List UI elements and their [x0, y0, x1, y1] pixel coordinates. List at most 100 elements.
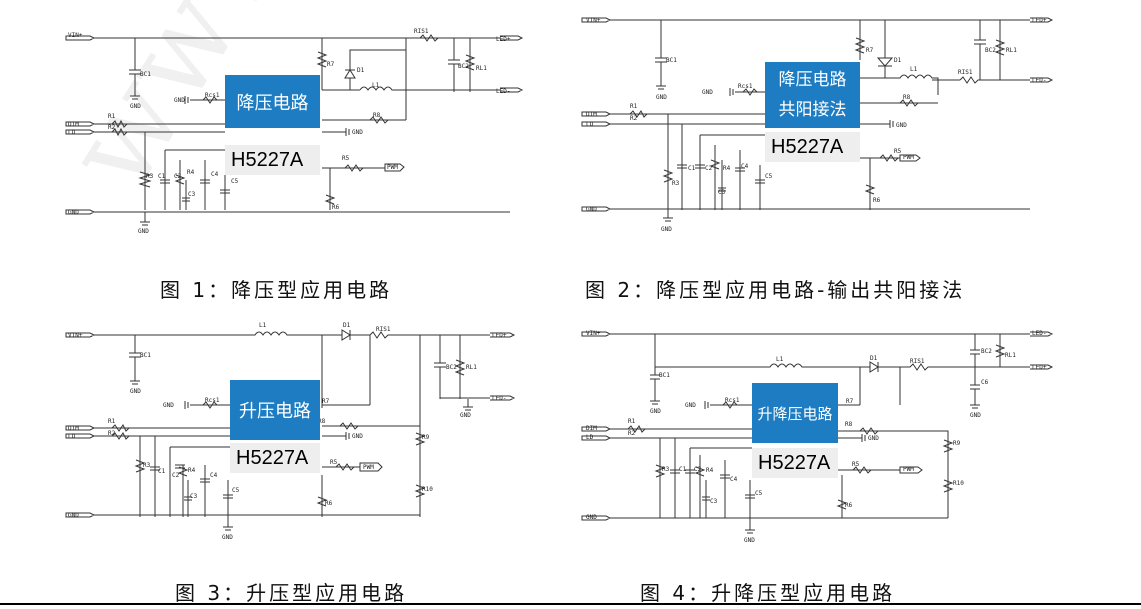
label-r3: R3: [143, 462, 151, 469]
label-r4: R4: [188, 467, 196, 474]
label-c4: C4: [210, 472, 218, 479]
chip-label: H5227A: [752, 448, 838, 478]
label-gnd-bc1: GND: [656, 94, 667, 101]
block-title-line-1: 降压电路: [778, 70, 847, 90]
label-rcs1: Rcs1: [205, 397, 220, 404]
label-rcs1: Rcs1: [725, 397, 740, 404]
label-r7: R7: [846, 398, 854, 405]
label-dim: DIM: [586, 425, 597, 432]
label-led-minus: LED-: [496, 88, 510, 95]
schematic-4-labels: VIN+ LED- LED+ DIM LD GND PWM BC1 GND BC…: [586, 330, 1047, 544]
label-gnd-bc1: GND: [650, 408, 661, 415]
label-bc2: BC2: [985, 47, 996, 54]
label-r5: R5: [894, 148, 902, 155]
label-r10: R10: [422, 486, 433, 493]
label-c1: C1: [158, 468, 166, 475]
block-title-text: 升降压电路: [757, 404, 833, 423]
label-gnd-rl: GND: [460, 412, 471, 419]
block-title-text: 升压电路: [239, 401, 311, 422]
label-ris1: RIS1: [414, 28, 429, 35]
label-led-plus: LED+: [1032, 364, 1047, 371]
label-r5: R5: [852, 461, 860, 468]
label-ris1: RIS1: [910, 358, 925, 365]
label-gnd-rcs: GND: [163, 402, 174, 409]
figure-3: VIN+ LED+ LED- DIM LD GND PWM BC1 GND BC…: [0, 305, 560, 605]
label-c2: C2: [172, 472, 180, 479]
label-r2: R2: [630, 115, 638, 122]
schematic-3: [65, 329, 516, 531]
label-r5: R5: [342, 155, 350, 162]
label-rcs1: Rcs1: [205, 92, 220, 99]
label-r10: R10: [953, 480, 964, 487]
label-rl1: RL1: [1005, 352, 1016, 359]
label-d1: D1: [894, 57, 902, 64]
label-r1: R1: [630, 103, 638, 110]
block-title-buck: 降压电路: [225, 75, 320, 128]
schematic-2: [581, 17, 1054, 222]
label-pwm: PWM: [903, 154, 914, 161]
label-dim: DIM: [68, 425, 79, 432]
label-c5: C5: [755, 490, 763, 497]
label-rcs1: Rcs1: [738, 83, 753, 90]
schematic-1: [65, 34, 524, 226]
label-r8: R8: [903, 94, 911, 101]
label-r3: R3: [672, 180, 680, 187]
figure-4: VIN+ LED- LED+ DIM LD GND PWM BC1 GND BC…: [560, 305, 1141, 605]
label-d1: D1: [357, 67, 365, 74]
label-r1: R1: [628, 418, 636, 425]
label-c4: C4: [741, 163, 749, 170]
label-bc1: BC1: [140, 352, 151, 359]
label-ris1: RIS1: [958, 69, 973, 76]
label-dim: DIM: [68, 121, 79, 128]
label-pwm: PWM: [903, 466, 914, 473]
label-pwm: PWM: [363, 464, 374, 471]
label-c5: C5: [232, 487, 240, 494]
label-gnd-r8: GND: [896, 122, 907, 129]
label-pwm: PWM: [387, 164, 398, 171]
label-led-minus: LED-: [492, 395, 506, 402]
label-c4: C4: [211, 171, 219, 178]
label-bc1: BC1: [140, 71, 151, 78]
label-r6: R6: [332, 204, 340, 211]
label-gnd-rcs: GND: [174, 97, 185, 104]
label-r9: R9: [422, 434, 430, 441]
label-vin: VIN+: [68, 332, 83, 339]
label-r8: R8: [318, 418, 326, 425]
label-r6: R6: [873, 197, 881, 204]
label-r7: R7: [322, 398, 330, 405]
caption-2: 图 2：降压型应用电路-输出共阳接法: [585, 278, 966, 302]
label-r3: R3: [146, 173, 154, 180]
label-gnd: GND: [68, 209, 79, 216]
schematic-4: [581, 331, 1054, 534]
block-title-text: 降压电路: [236, 92, 309, 114]
label-r4: R4: [706, 467, 714, 474]
label-led-plus: LED+: [496, 36, 511, 43]
label-c5: C5: [231, 178, 239, 185]
label-l1: L1: [259, 322, 267, 329]
schematic-3-labels: VIN+ LED+ LED- DIM LD GND PWM BC1 GND BC…: [68, 322, 507, 541]
label-c3: C3: [718, 189, 726, 196]
label-c3: C3: [188, 191, 196, 198]
label-rl1: RL1: [1006, 47, 1017, 54]
label-dim: DIM: [586, 111, 597, 118]
label-bc2: BC2: [446, 364, 457, 371]
label-c2: C2: [174, 173, 182, 180]
label-r2: R2: [628, 430, 636, 437]
label-gnd: GND: [586, 514, 597, 521]
block-title-boost: 升压电路: [230, 380, 320, 440]
label-gnd-c6: GND: [970, 412, 981, 419]
caption-3: 图 3：升压型应用电路: [175, 581, 408, 605]
label-led-minus: LED-: [1032, 330, 1046, 337]
block-title-buck-common-anode: 降压电路 共阳接法: [765, 62, 860, 128]
label-c2: C2: [694, 466, 702, 473]
label-r5: R5: [330, 459, 338, 466]
figure-2: VIN+ LED+ LED- DIM LD GND PWM BC1 GND BC…: [560, 0, 1141, 302]
label-rl1: RL1: [466, 364, 477, 371]
label-r7: R7: [327, 61, 335, 68]
figure-1: VIN+ LED+ LED- DIM LD GND PWM BC1 GND BC…: [0, 0, 560, 302]
label-bc2: BC2: [981, 348, 992, 355]
label-l1: L1: [776, 356, 784, 363]
label-r8: R8: [845, 421, 853, 428]
chip-label: H5227A: [225, 145, 320, 175]
label-gnd-bc1: GND: [130, 388, 141, 395]
